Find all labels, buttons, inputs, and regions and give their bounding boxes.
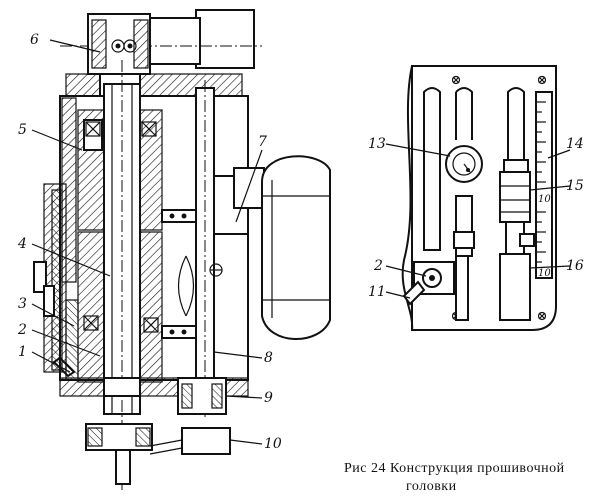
flow-meter bbox=[499, 171, 531, 223]
section-view bbox=[33, 9, 331, 490]
callouts-right: 13 14 15 2 11 16 bbox=[368, 136, 584, 300]
valve-knob bbox=[422, 268, 442, 288]
top-flange bbox=[65, 73, 243, 97]
callout-16: 16 bbox=[566, 258, 584, 274]
callout-8: 8 bbox=[264, 350, 273, 366]
callout-6: 6 bbox=[30, 32, 39, 48]
callout-leaders-right bbox=[385, 143, 571, 299]
callout-11: 11 bbox=[368, 284, 386, 300]
callout-15: 15 bbox=[566, 178, 584, 194]
callout-7: 7 bbox=[258, 134, 267, 150]
callouts-left: 6 5 7 4 3 2 1 8 9 10 bbox=[17, 32, 282, 452]
panel-screws bbox=[451, 75, 547, 321]
bottom-gear-train bbox=[85, 423, 231, 485]
callout-10: 10 bbox=[264, 436, 282, 452]
vertical-scale bbox=[535, 91, 553, 279]
scale-label-upper: 10 bbox=[538, 194, 551, 205]
callout-5: 5 bbox=[18, 122, 27, 138]
callout-4: 4 bbox=[17, 236, 27, 252]
callout-13: 13 bbox=[368, 136, 386, 152]
figure-caption: Рис 24 Конструкция прошивочной bbox=[344, 461, 565, 476]
callout-2: 2 bbox=[17, 322, 27, 338]
front-panel bbox=[411, 65, 557, 331]
clamp-1 bbox=[52, 356, 76, 378]
callout-9: 9 bbox=[264, 390, 273, 406]
motor-box bbox=[195, 9, 255, 69]
scale-ticks bbox=[536, 101, 546, 263]
scale-label-lower: 10 bbox=[538, 268, 551, 279]
callout-1: 1 bbox=[18, 344, 27, 360]
callout-14: 14 bbox=[566, 136, 584, 152]
figure-caption-line2: головки bbox=[406, 479, 457, 494]
front-panel-view: 10 10 bbox=[401, 65, 557, 331]
bearing-lower bbox=[83, 315, 159, 333]
callout-3: 3 bbox=[18, 296, 27, 312]
motor-right bbox=[261, 155, 331, 340]
callout-leaders-left bbox=[31, 39, 263, 445]
callout-2-right: 2 bbox=[373, 258, 383, 274]
gauge-dial bbox=[445, 145, 483, 183]
bearing-upper bbox=[85, 121, 157, 137]
